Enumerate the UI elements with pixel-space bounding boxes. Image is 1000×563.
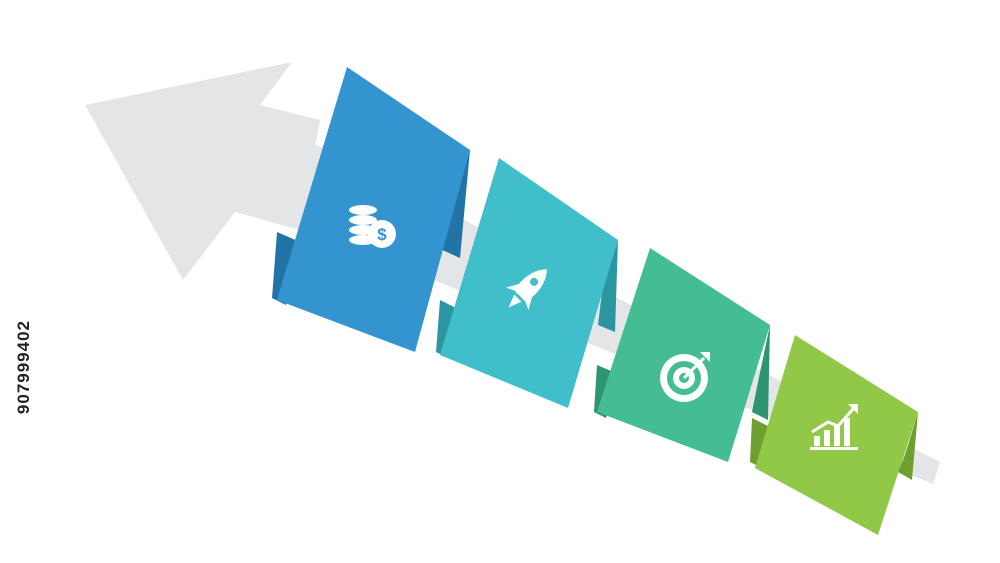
svg-text:$: $: [377, 225, 387, 244]
rocket-icon: [505, 269, 547, 311]
coins-dollar-icon: $: [349, 205, 396, 248]
step-1-card: $: [272, 67, 470, 352]
target-arrow-icon: [660, 352, 710, 402]
step-2-card: [436, 158, 618, 408]
step-4-card: [750, 335, 918, 535]
step-2-fold-right: [598, 240, 618, 332]
step-3-card: [594, 248, 770, 462]
step-4-fold-right: [898, 412, 918, 480]
step-3-fold-right: [752, 325, 770, 420]
growth-chart-icon: [810, 404, 858, 450]
stock-image-id: 907999402: [14, 320, 33, 415]
arrow-head: [85, 62, 320, 280]
